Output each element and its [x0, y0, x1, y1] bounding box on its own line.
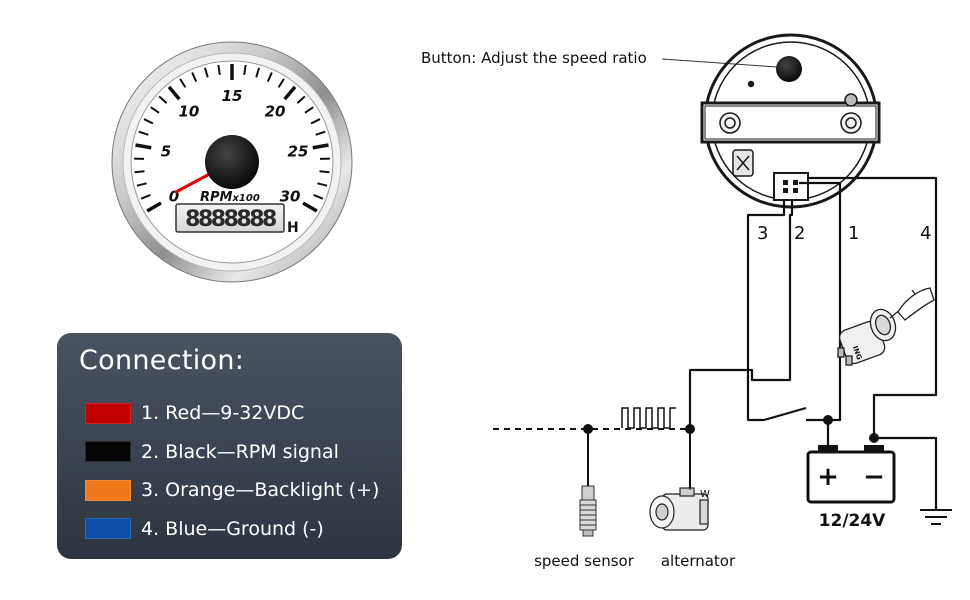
wires	[688, 176, 938, 510]
legend-item-label: 1. Red—9-32VDC	[141, 402, 305, 425]
ground-symbol	[920, 509, 952, 525]
gauge-minor-tick	[317, 182, 328, 187]
battery-minus: −	[863, 462, 885, 492]
wire-3	[746, 200, 786, 422]
tachometer-gauge: 0 5 10 15 20 25 30 RPMx100 8888888 H	[111, 41, 353, 283]
wire-number-3: 3	[757, 223, 768, 244]
gauge-minor-tick	[313, 194, 324, 200]
gauge-scale-label: 30	[280, 188, 301, 206]
wire-1	[799, 181, 842, 422]
gauge-scale-label: 10	[178, 103, 199, 121]
gauge-scale-label: 20	[265, 103, 286, 121]
legend-item: 3. Orange—Backlight (+)	[79, 471, 402, 510]
ground-wire	[874, 436, 938, 510]
gauge-minor-tick	[136, 182, 147, 187]
legend-item-label: 2. Black—RPM signal	[141, 440, 339, 463]
gauge-scale-label: 5	[161, 142, 171, 160]
wire-number-2: 2	[794, 223, 805, 244]
speed-sensor-label: speed sensor	[534, 552, 635, 570]
gauge-minor-tick	[296, 95, 306, 104]
alternator	[649, 487, 709, 531]
gauge-center-knob	[205, 135, 259, 189]
battery: + − 12/24V	[806, 445, 896, 531]
color-swatch-orange	[85, 479, 131, 501]
speed-sensor	[579, 485, 597, 537]
legend-item: 1. Red—9-32VDC	[79, 394, 402, 433]
gauge-major-tick	[167, 85, 181, 101]
gauge-major-tick	[312, 143, 329, 150]
gauge-minor-tick	[255, 67, 260, 78]
alternator-label: alternator	[661, 552, 736, 570]
gauge-minor-tick	[134, 170, 145, 174]
gauge-minor-tick	[304, 106, 314, 114]
gauge-minor-tick	[179, 78, 187, 88]
gauge-unit-label: RPMx100	[200, 190, 260, 205]
color-swatch-red	[85, 402, 131, 424]
gauge-minor-tick	[310, 118, 321, 125]
wire-4	[808, 176, 938, 438]
legend-item-label: 3. Orange—Backlight (+)	[141, 479, 380, 502]
wire-2	[688, 200, 794, 428]
gauge-scale-label: 25	[288, 142, 309, 160]
color-swatch-black	[85, 441, 131, 463]
gauge-minor-tick	[315, 130, 326, 136]
gauge-minor-tick	[191, 72, 198, 83]
gauge-scale-labels: 0 5 10 15 20 25 30	[161, 87, 309, 206]
battery-voltage-label: 12/24V	[819, 511, 887, 531]
legend-title: Connection:	[79, 345, 245, 376]
wire-number-4: 4	[920, 223, 931, 244]
legend-item: 2. Black—RPM signal	[79, 433, 402, 472]
gauge-minor-tick	[204, 67, 209, 78]
button-callout-line	[661, 58, 778, 68]
gauge-minor-tick	[319, 170, 330, 174]
gauge-major-tick	[283, 85, 297, 101]
gauge-minor-tick	[158, 95, 168, 104]
wire-number-1: 1	[848, 223, 859, 244]
junction-dot	[823, 415, 833, 425]
switch-blade	[763, 406, 807, 422]
junction-dot	[583, 424, 593, 434]
gauge-minor-tick	[143, 118, 154, 125]
gauge-minor-tick	[140, 194, 151, 200]
gauge-lcd-value: 8888888	[185, 207, 276, 232]
color-swatch-blue	[85, 518, 131, 540]
gauge-minor-tick	[277, 78, 285, 88]
gauge-minor-tick	[217, 64, 221, 75]
alternator-terminal-label: W	[700, 489, 710, 500]
junction-dot	[685, 424, 695, 434]
gauge-major-tick	[146, 201, 162, 213]
gauge-major-tick	[302, 201, 318, 213]
gauge-minor-tick	[150, 106, 160, 114]
legend-item: 4. Blue—Ground (-)	[79, 510, 402, 549]
ignition-switch: ING	[837, 287, 935, 366]
gauge-scale-label: 15	[222, 87, 243, 105]
gauge-minor-tick	[243, 64, 247, 75]
gauge-lcd-display	[175, 203, 285, 233]
gauge-lcd-suffix: H	[287, 220, 299, 236]
legend-item-label: 4. Blue—Ground (-)	[141, 517, 324, 540]
gauge-ticks	[134, 64, 330, 213]
gauge-minor-tick	[266, 72, 273, 83]
battery-plus: +	[817, 462, 839, 492]
connection-legend: Connection: 1. Red—9-32VDC 2. Black—RPM …	[57, 333, 402, 559]
junction-dot	[869, 433, 879, 443]
gauge-minor-tick	[138, 130, 149, 136]
speed-ratio-button	[776, 56, 802, 82]
button-callout-text: Button: Adjust the speed ratio	[421, 49, 647, 67]
gauge-major-tick	[135, 143, 152, 150]
gauge-scale-label: 0	[169, 188, 179, 206]
